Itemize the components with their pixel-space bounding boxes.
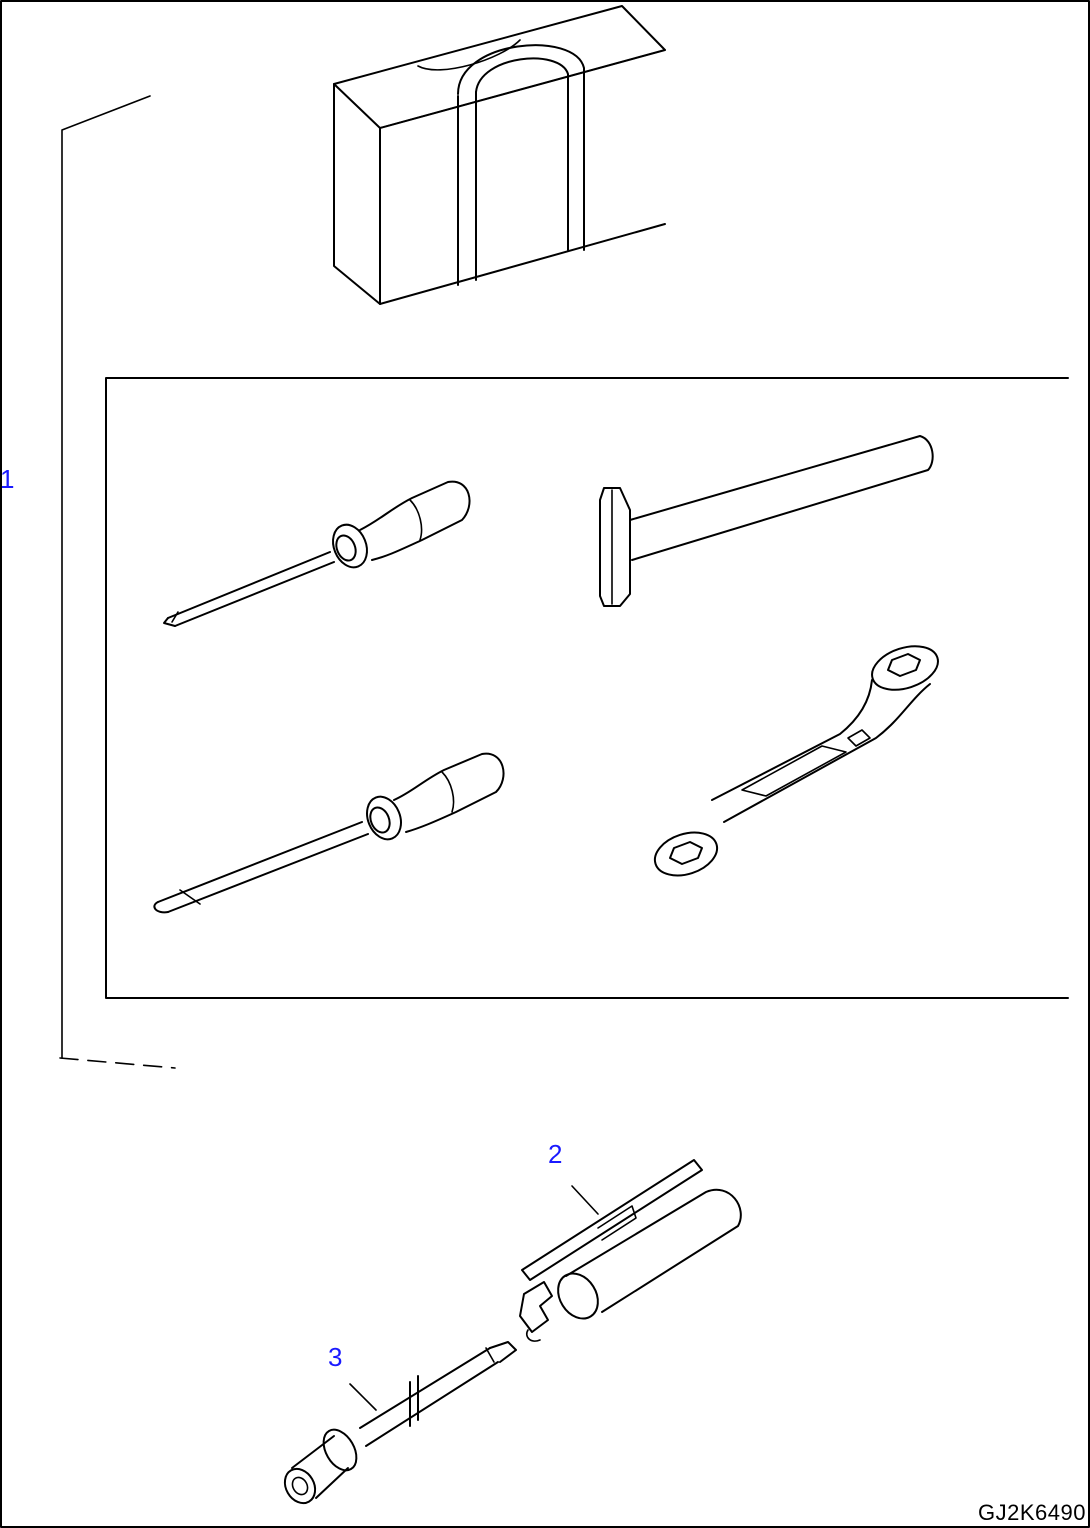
grease-gun-icon xyxy=(519,1159,742,1342)
grease-nozzle-icon xyxy=(283,1341,517,1505)
callout-2: 2 xyxy=(548,1139,562,1169)
ring-spanner-icon xyxy=(653,645,939,877)
callout-3: 3 xyxy=(328,1342,342,1372)
flat-screwdriver-icon xyxy=(153,752,505,914)
callout-leaders xyxy=(349,1185,599,1411)
group-bracket xyxy=(59,95,176,1069)
drawing-code: GJ2K6490 xyxy=(978,1500,1086,1525)
tool-panel xyxy=(105,377,1069,999)
phillips-screwdriver-icon xyxy=(163,480,471,627)
hammer-icon xyxy=(599,435,934,607)
tool-bag-icon xyxy=(333,5,666,305)
callout-1: 1 xyxy=(0,464,14,494)
